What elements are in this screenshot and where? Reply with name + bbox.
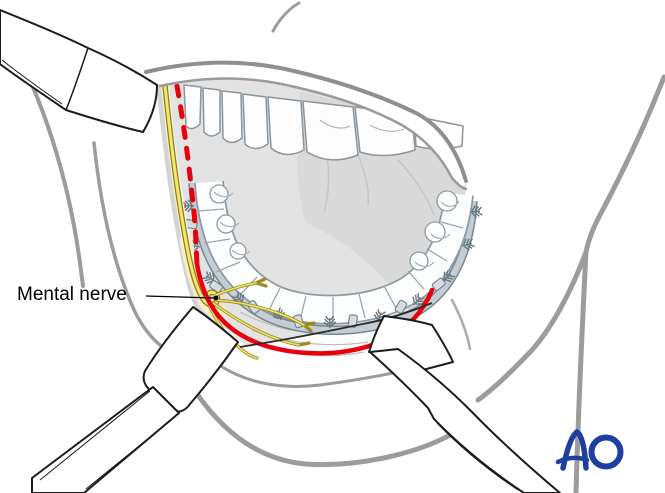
face-outline (20, 1, 665, 493)
lower-lip (239, 302, 433, 348)
mental-nerve-label: Mental nerve (17, 284, 127, 305)
ao-logo (555, 428, 624, 471)
cheek-outline-right (583, 74, 665, 255)
retractor-top-left (0, 9, 158, 133)
molar-cusps (213, 191, 460, 268)
chin-curve-lower (192, 388, 455, 468)
leader-line (145, 295, 219, 301)
chin-curve-upper (217, 363, 399, 388)
retractor-bottom-right (368, 315, 561, 493)
tooth-separations (197, 208, 464, 323)
neck-line-right (573, 249, 589, 493)
jaw-line-right (475, 249, 589, 403)
cheek-fold-left-outer (20, 60, 85, 288)
lip-corner-crease (450, 298, 472, 351)
upper-lip (144, 60, 468, 191)
incision-line-dashed (174, 83, 200, 267)
retractor-bottom-left (31, 306, 239, 493)
nose-crease (271, 1, 301, 33)
